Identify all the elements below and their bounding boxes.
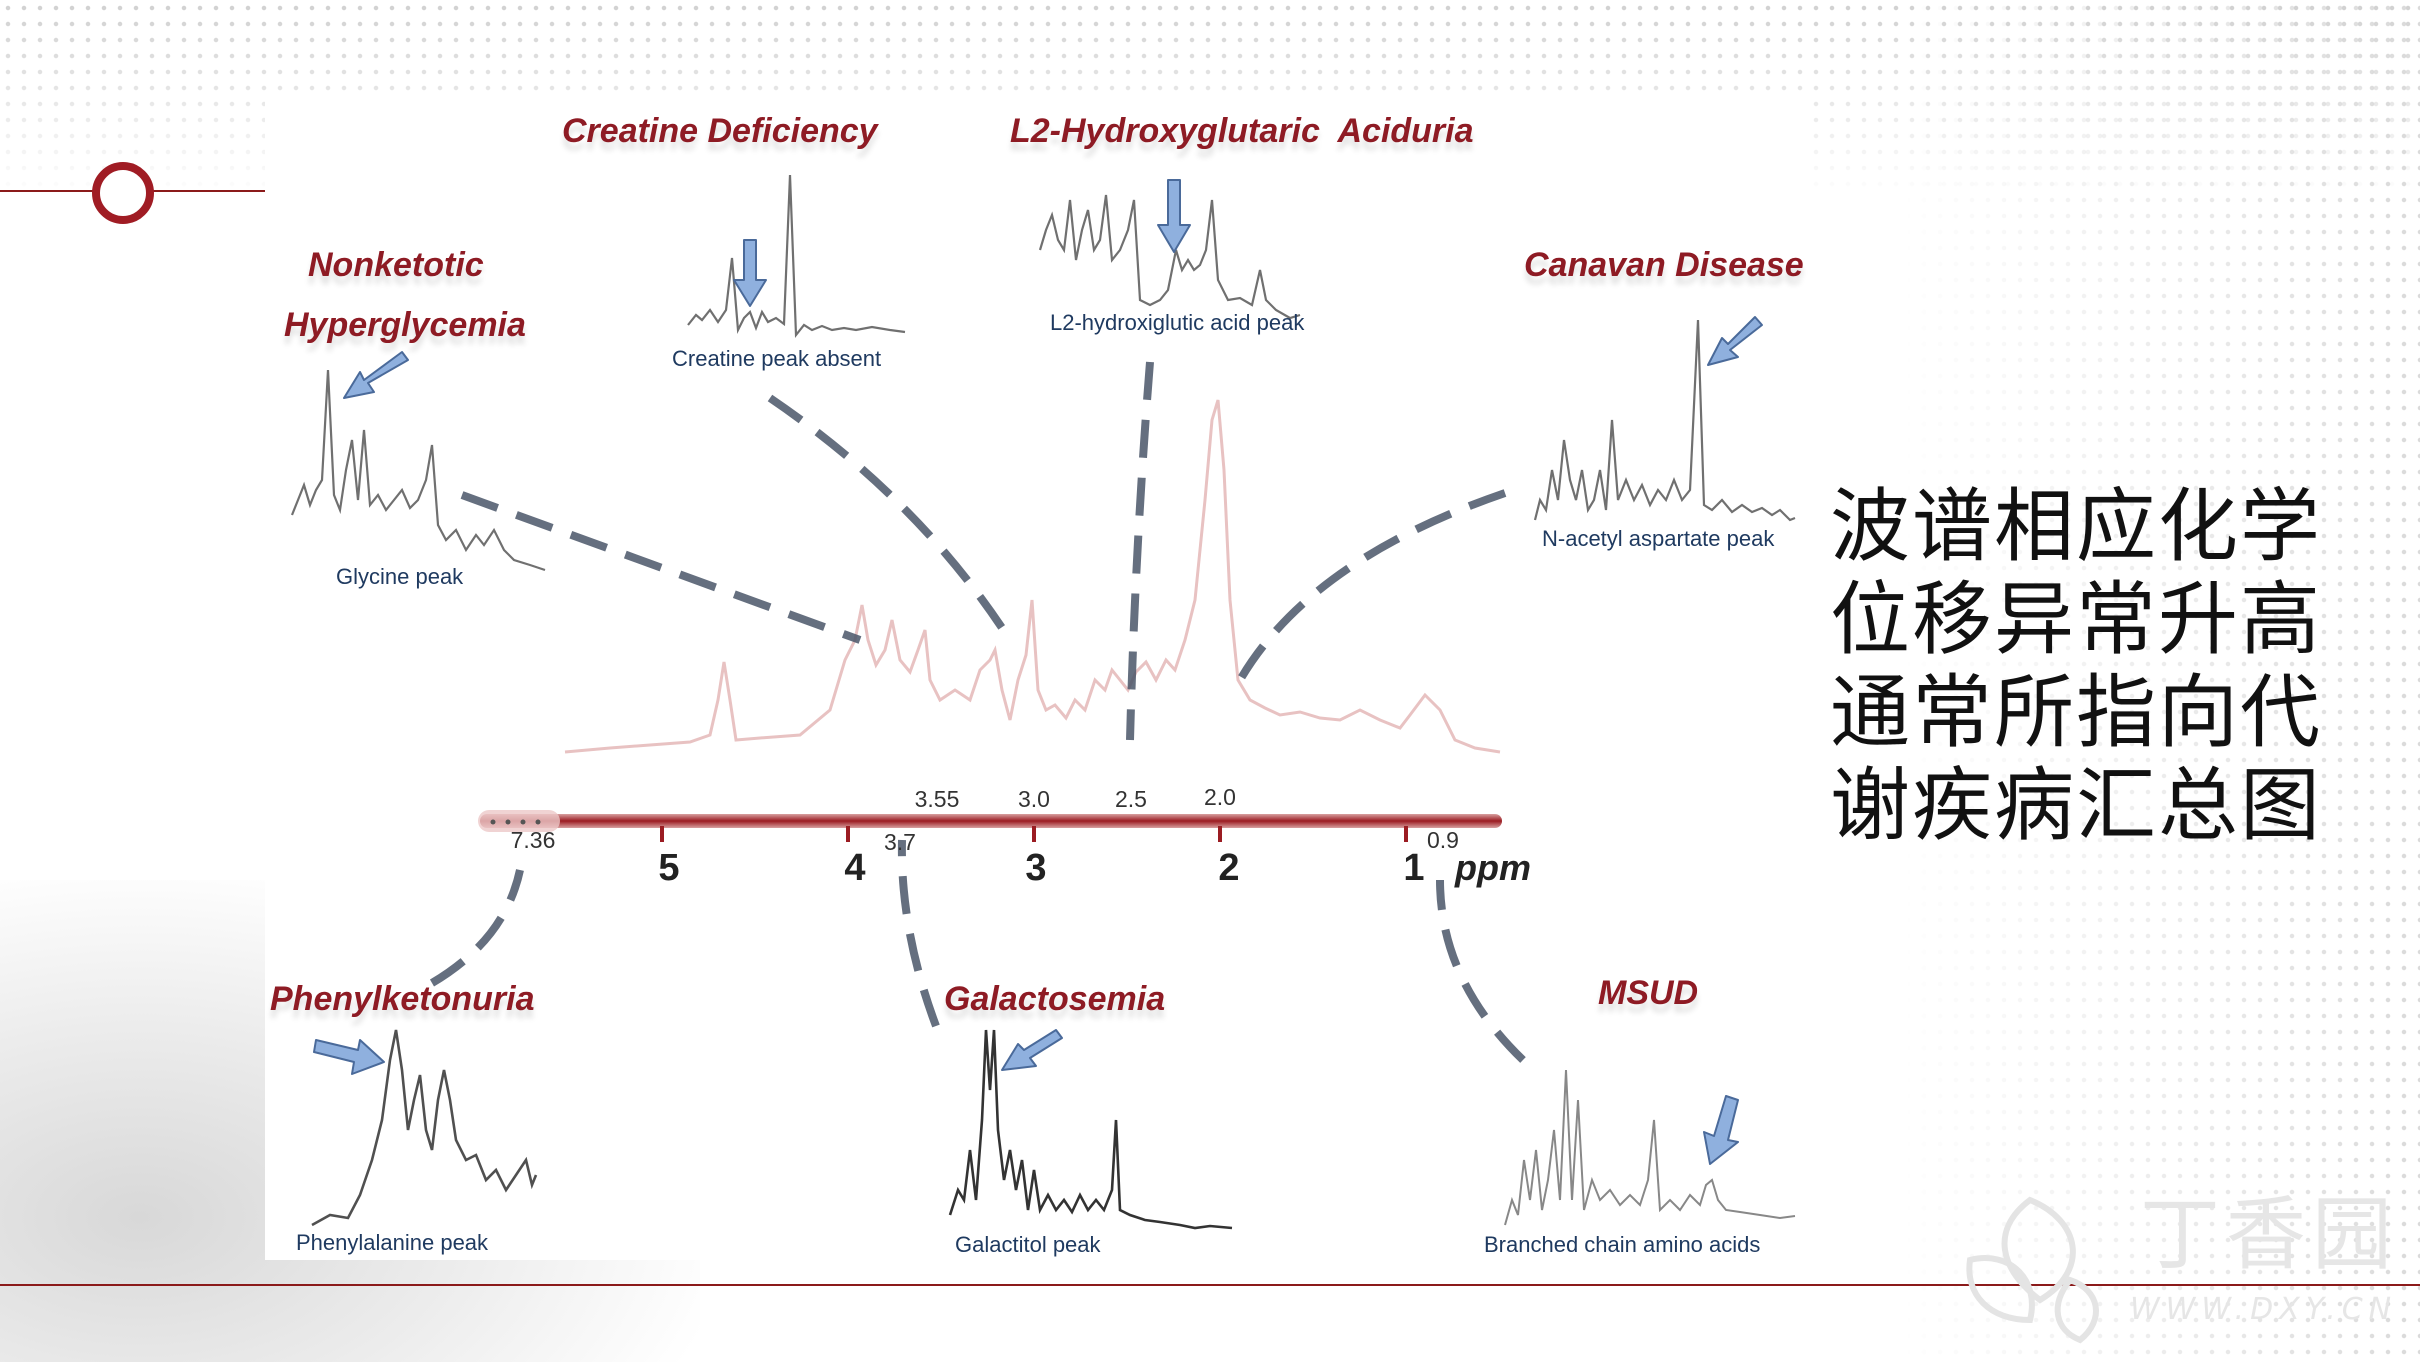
disease-label-nonketotic: Nonketotic — [308, 246, 484, 284]
main-spectrum-trace — [564, 399, 1501, 754]
marker-3-0: 3.0 — [1018, 786, 1050, 812]
connector-l2hga — [1126, 361, 1154, 741]
connector-galactosemia — [897, 839, 940, 1028]
spectrum-creatine — [687, 174, 906, 338]
arrow-icon-msud — [1703, 1095, 1739, 1165]
marker-3-7: 3.7 — [884, 829, 916, 855]
caption-line-1: 波谱相应化学 — [1830, 480, 2322, 573]
peak-label-phenylalanine: Phenylalanine peak — [296, 1230, 489, 1255]
peak-label-galactitol: Galactitol peak — [955, 1232, 1101, 1257]
watermark-url: WWW.DXY.CN — [2130, 1292, 2398, 1327]
disease-label-hyperglycemia: Hyperglycemia — [284, 306, 526, 344]
disease-label-msud: MSUD — [1598, 974, 1699, 1012]
axis-unit: ppm — [1454, 847, 1531, 888]
caption-line-4: 谢疾病汇总图 — [1830, 759, 2322, 852]
marker-7-36: 7.36 — [511, 827, 556, 853]
tick-label-5: 5 — [658, 847, 679, 889]
tick-label-3: 3 — [1025, 847, 1046, 889]
disease-label-galactosemia: Galactosemia — [944, 980, 1166, 1018]
peak-label-bcaa: Branched chain amino acids — [1484, 1232, 1761, 1257]
circle-ring-icon — [92, 162, 154, 224]
bottom-accent-line — [0, 1284, 2420, 1286]
axis-dots — [490, 819, 541, 825]
ppm-axis-bar — [480, 814, 1502, 828]
disease-label-phenylketonuria: Phenylketonuria — [270, 980, 535, 1018]
spectrum-l2hga — [1038, 194, 1301, 320]
peak-label-l2hga: L2-hydroxiglutic acid peak — [1050, 310, 1305, 335]
connector-creatine — [767, 394, 1014, 643]
tick-label-1: 1 — [1403, 847, 1424, 889]
disease-label-l2hga: L2-Hydroxyglutaric Aciduria — [1010, 112, 1474, 150]
arrow-icon-creatine — [733, 239, 767, 307]
caption-line-3: 通常所指向代 — [1830, 666, 2322, 759]
ppm-axis-extension — [478, 810, 560, 832]
arrow-icon-l2hga — [1157, 179, 1191, 253]
tick-label-2: 2 — [1218, 847, 1239, 889]
marker-0-9: 0.9 — [1427, 827, 1459, 853]
caption-line-2: 位移异常升高 — [1830, 573, 2322, 666]
chinese-caption: 波谱相应化学 位移异常升高 通常所指向代 谢疾病汇总图 — [1830, 480, 2350, 852]
connector-pku — [429, 869, 524, 987]
connector-nkh — [460, 491, 862, 644]
spectrum-canavan — [1533, 319, 1796, 522]
tick-label-4: 4 — [844, 847, 865, 889]
arrow-icon-galactosemia — [1001, 1029, 1063, 1071]
clove-logo-icon — [1966, 1196, 2099, 1344]
arrow-icon-canavan — [1707, 316, 1763, 366]
watermark-brand: 丁香园 — [2140, 1188, 2398, 1281]
spectrum-nkh — [290, 369, 546, 572]
peak-label-creatine: Creatine peak absent — [672, 346, 882, 371]
disease-label-creatine-deficiency: Creatine Deficiency — [562, 112, 878, 150]
dot-pattern-right — [1900, 0, 2420, 1362]
spectrum-galactosemia — [948, 1029, 1233, 1230]
disease-label-canavan: Canavan Disease — [1524, 246, 1804, 284]
marker-2-0: 2.0 — [1204, 784, 1236, 810]
marker-3-55: 3.55 — [915, 786, 960, 812]
arrow-icon-nkh — [343, 351, 409, 399]
peak-label-naa: N-acetyl aspartate peak — [1542, 526, 1775, 551]
spectrum-pku — [311, 1029, 538, 1227]
arrow-icon-pku — [313, 1039, 385, 1075]
marker-2-5: 2.5 — [1115, 786, 1147, 812]
connector-canavan — [1236, 489, 1507, 683]
spectrum-msud — [1504, 1069, 1796, 1226]
peak-label-glycine: Glycine peak — [336, 564, 464, 589]
connector-msud — [1436, 879, 1526, 1063]
